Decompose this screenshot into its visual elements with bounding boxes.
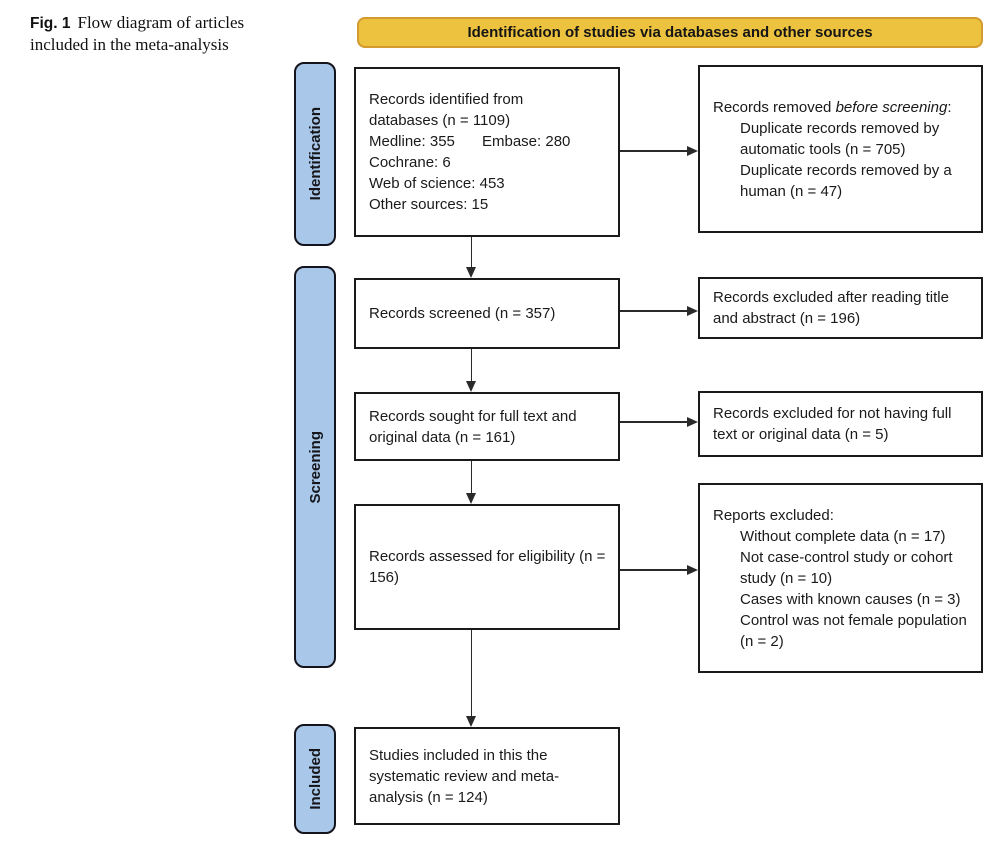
arrow-line	[620, 569, 688, 571]
records-excluded-full-text-text: Records excluded for not having full tex…	[713, 405, 952, 443]
records-identified-other-sources: Other sources: 15	[369, 196, 489, 213]
box-records-identified: Records identified from databases (n = 1…	[354, 67, 620, 237]
records-assessed-text: Records assessed for eligibility (n = 15…	[369, 548, 606, 586]
banner-identification-of-studies: Identification of studies via databases …	[357, 17, 983, 48]
arrow-line	[620, 421, 688, 423]
box-records-assessed: Records assessed for eligibility (n = 15…	[354, 504, 620, 630]
studies-included-text: Studies included in this the systematic …	[369, 746, 560, 806]
records-excluded-title-abstract-text: Records excluded after reading title and…	[713, 289, 949, 327]
reports-excluded-item-study-type: Not case-control study or cohort study (…	[740, 548, 953, 587]
records-removed-italic: before screening	[835, 98, 948, 116]
records-removed-suffix: :	[947, 98, 952, 116]
banner-text: Identification of studies via databases …	[467, 24, 873, 41]
box-studies-included: Studies included in this the systematic …	[354, 727, 620, 825]
records-identified-sources-row: Medline: 355 Embase: 280	[369, 131, 609, 152]
reports-excluded-item-known-causes: Cases with known causes (n = 3)	[740, 590, 961, 608]
records-sought-text: Records sought for full text and origina…	[369, 407, 577, 446]
box-records-screened: Records screened (n = 357)	[354, 278, 620, 349]
stage-bar-screening: Screening	[294, 266, 336, 668]
arrow-line	[470, 461, 473, 494]
records-identified-cochrane: Cochrane: 6	[369, 154, 451, 171]
records-identified-line1: Records identified from	[369, 91, 524, 108]
records-identified-embase: Embase: 280	[482, 133, 571, 150]
arrow-line	[620, 150, 688, 152]
reports-excluded-item-control-population: Control was not female population (n = 2…	[740, 611, 967, 650]
arrow-head	[687, 416, 698, 427]
arrow-line	[470, 237, 473, 268]
stage-bar-included: Included	[294, 724, 336, 834]
arrow-head	[466, 493, 476, 504]
duplicate-human-item: Duplicate records removed by a human (n …	[740, 161, 952, 200]
figure-label: Fig. 1	[30, 15, 71, 32]
arrow-line	[470, 630, 473, 717]
arrow-line	[620, 310, 688, 312]
arrow-head	[687, 145, 698, 156]
records-removed-heading: Records removed before screening:	[713, 97, 972, 118]
box-records-removed-before-screening: Records removed before screening: Duplic…	[698, 65, 983, 233]
box-records-sought: Records sought for full text and origina…	[354, 392, 620, 461]
box-records-excluded-full-text: Records excluded for not having full tex…	[698, 391, 983, 457]
stage-bar-identification: Identification	[294, 62, 336, 246]
stage-label-included: Included	[306, 748, 324, 810]
arrow-head	[466, 381, 476, 392]
reports-excluded-heading: Reports excluded:	[713, 506, 834, 524]
records-identified-line2: databases (n = 1109)	[369, 112, 511, 129]
box-reports-excluded: Reports excluded: Without complete data …	[698, 483, 983, 673]
records-screened-text: Records screened (n = 357)	[369, 305, 556, 322]
duplicate-automatic-item: Duplicate records removed by automatic t…	[740, 119, 940, 158]
reports-excluded-item-incomplete-data: Without complete data (n = 17)	[740, 527, 946, 545]
box-records-excluded-title-abstract: Records excluded after reading title and…	[698, 277, 983, 339]
arrow-head	[687, 305, 698, 316]
arrow-line	[470, 349, 473, 382]
stage-label-screening: Screening	[306, 430, 324, 504]
arrow-head	[466, 267, 476, 278]
figure-caption-text: Flow diagram of articles included in the…	[30, 13, 245, 55]
arrow-head	[466, 716, 476, 727]
records-removed-prefix: Records removed	[713, 98, 836, 116]
stage-label-identification: Identification	[306, 107, 324, 201]
records-identified-medline: Medline: 355	[369, 133, 455, 150]
records-identified-web-of-science: Web of science: 453	[369, 175, 505, 192]
arrow-head	[687, 564, 698, 575]
